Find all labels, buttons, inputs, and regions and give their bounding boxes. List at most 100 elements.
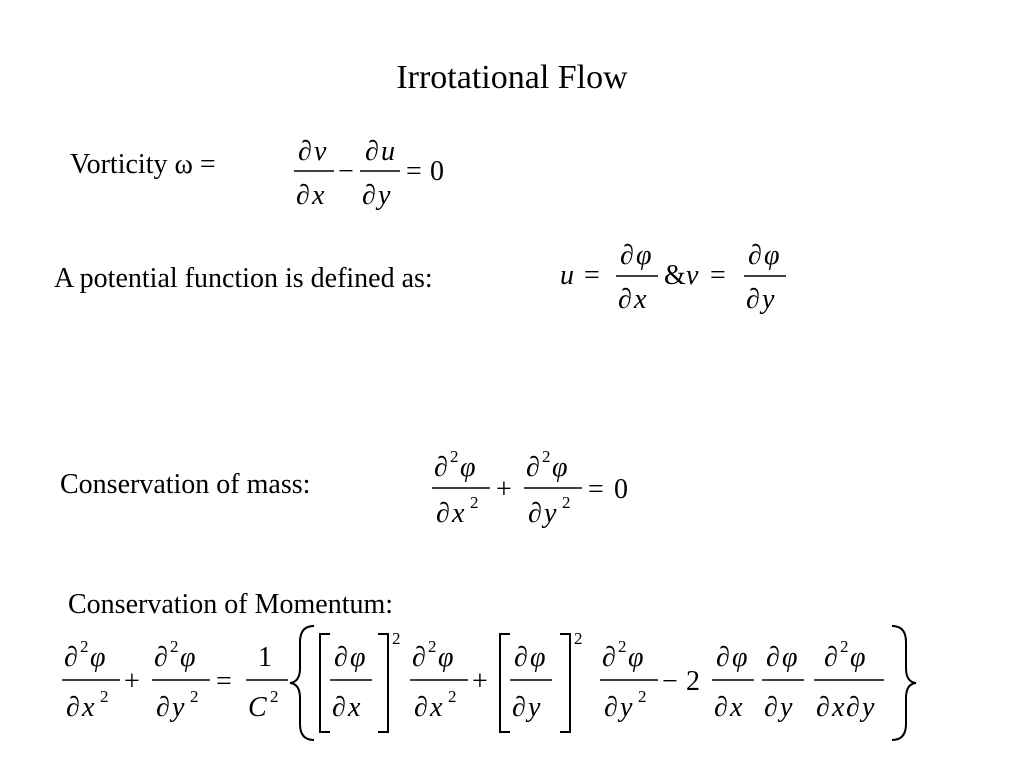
minus-sign: − <box>662 666 678 697</box>
var-v: v <box>314 136 327 167</box>
coefficient-two: 2 <box>686 666 700 697</box>
var-x: x <box>729 692 743 723</box>
potential-label: A potential function is defined as: <box>54 263 433 294</box>
var-x: x <box>347 692 361 723</box>
partial-symbol: ∂ <box>334 642 348 673</box>
plus-sign: + <box>124 666 140 697</box>
partial-symbol: ∂ <box>66 692 80 723</box>
partial-symbol: ∂ <box>620 240 634 271</box>
partial-symbol: ∂ <box>816 692 830 723</box>
equals-sign: = <box>588 474 604 505</box>
exponent-two: 2 <box>392 629 401 648</box>
var-x: x <box>831 692 845 723</box>
partial-symbol: ∂ <box>618 284 632 315</box>
partial-symbol: ∂ <box>764 692 778 723</box>
var-x: x <box>311 180 325 211</box>
var-y: y <box>169 692 185 723</box>
partial-symbol: ∂ <box>156 692 170 723</box>
var-x: x <box>633 284 647 315</box>
var-C: C <box>248 692 267 723</box>
partial-symbol: ∂ <box>296 180 310 211</box>
vorticity-label: Vorticity ω = <box>70 149 216 180</box>
exponent-two: 2 <box>190 687 199 706</box>
exponent-two: 2 <box>80 637 89 656</box>
equals-sign: = <box>584 260 600 291</box>
partial-symbol: ∂ <box>604 692 618 723</box>
var-phi: φ <box>628 642 644 673</box>
exponent-two: 2 <box>428 637 437 656</box>
partial-symbol: ∂ <box>64 642 78 673</box>
slide-title: Irrotational Flow <box>396 59 628 96</box>
ampersand: & <box>664 260 686 291</box>
left-bracket <box>499 633 510 733</box>
right-bracket <box>560 633 571 733</box>
var-y: y <box>375 180 391 211</box>
exponent-two: 2 <box>100 687 109 706</box>
var-y: y <box>759 284 775 315</box>
partial-symbol: ∂ <box>766 642 780 673</box>
partial-symbol: ∂ <box>746 284 760 315</box>
partial-symbol: ∂ <box>514 642 528 673</box>
right-brace <box>891 625 917 741</box>
var-x: x <box>451 498 465 529</box>
exponent-two: 2 <box>448 687 457 706</box>
vorticity-equation: ∂ v ∂ x − ∂ u ∂ y = 0 <box>294 136 444 211</box>
partial-symbol: ∂ <box>716 642 730 673</box>
momentum-label: Conservation of Momentum: <box>68 589 394 620</box>
var-phi: φ <box>438 642 454 673</box>
partial-symbol: ∂ <box>526 452 540 483</box>
partial-symbol: ∂ <box>412 642 426 673</box>
equals-sign: = <box>216 666 232 697</box>
var-phi: φ <box>764 240 780 271</box>
left-brace <box>289 625 315 741</box>
var-x: x <box>81 692 95 723</box>
mass-equation: ∂ 2 φ ∂ x 2 + ∂ 2 φ ∂ y 2 = 0 <box>432 447 628 529</box>
var-y: y <box>525 692 541 723</box>
potential-equation: u = ∂ φ ∂ x & v = ∂ φ ∂ y <box>560 240 786 315</box>
var-y: y <box>777 692 793 723</box>
momentum-equation: ∂ 2 φ ∂ x 2 + ∂ 2 φ ∂ y 2 = 1 C 2 ∂ φ ∂ … <box>62 625 917 741</box>
var-phi: φ <box>782 642 798 673</box>
minus-sign: − <box>338 156 354 187</box>
var-phi: φ <box>180 642 196 673</box>
exponent-two: 2 <box>170 637 179 656</box>
var-u: u <box>560 260 574 291</box>
partial-symbol: ∂ <box>434 452 448 483</box>
var-phi: φ <box>530 642 546 673</box>
var-x: x <box>429 692 443 723</box>
var-phi: φ <box>460 452 476 483</box>
var-phi: φ <box>350 642 366 673</box>
var-u: u <box>381 136 395 167</box>
var-y: y <box>617 692 633 723</box>
partial-symbol: ∂ <box>436 498 450 529</box>
zero: 0 <box>614 474 628 505</box>
partial-symbol: ∂ <box>512 692 526 723</box>
exponent-two: 2 <box>542 447 551 466</box>
var-v: v <box>686 260 699 291</box>
partial-symbol: ∂ <box>748 240 762 271</box>
plus-sign: + <box>472 666 488 697</box>
partial-symbol: ∂ <box>332 692 346 723</box>
partial-symbol: ∂ <box>362 180 376 211</box>
left-bracket <box>319 633 330 733</box>
one: 1 <box>258 642 272 673</box>
partial-symbol: ∂ <box>528 498 542 529</box>
exponent-two: 2 <box>270 687 279 706</box>
plus-sign: + <box>496 474 512 505</box>
var-phi: φ <box>90 642 106 673</box>
exponent-two: 2 <box>450 447 459 466</box>
exponent-two: 2 <box>638 687 647 706</box>
partial-symbol: ∂ <box>846 692 860 723</box>
exponent-two: 2 <box>470 493 479 512</box>
partial-symbol: ∂ <box>414 692 428 723</box>
var-phi: φ <box>636 240 652 271</box>
partial-symbol: ∂ <box>602 642 616 673</box>
var-phi: φ <box>732 642 748 673</box>
equals-sign: = <box>406 156 422 187</box>
partial-symbol: ∂ <box>365 136 379 167</box>
partial-symbol: ∂ <box>824 642 838 673</box>
exponent-two: 2 <box>562 493 571 512</box>
exponent-two: 2 <box>840 637 849 656</box>
var-y: y <box>859 692 875 723</box>
